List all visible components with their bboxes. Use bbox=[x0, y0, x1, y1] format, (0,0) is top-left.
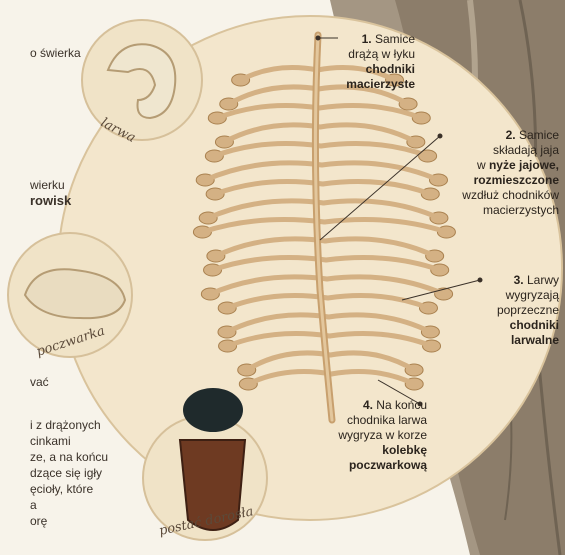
left-text-1: o świerka bbox=[30, 46, 81, 61]
callout-1-line-2: drążą w łyku bbox=[265, 47, 415, 62]
callout-3-line-3: poprzeczne bbox=[459, 303, 559, 318]
left-text-2: wierku bbox=[30, 178, 65, 193]
callout-4-line-1: Na końcu bbox=[376, 398, 427, 412]
callout-3-bold-2: larwalne bbox=[459, 333, 559, 348]
callout-1: 1. Samice drążą w łyku chodniki macierzy… bbox=[265, 32, 415, 92]
callout-1-number: 1. bbox=[362, 32, 372, 46]
left-text-7: ze, a na końcu bbox=[30, 450, 108, 465]
left-text-4: vać bbox=[30, 375, 49, 390]
callout-4-bold-1: kolebkę bbox=[287, 443, 427, 458]
left-text-6: cinkami bbox=[30, 434, 71, 449]
callout-1-bold-1: chodniki bbox=[265, 62, 415, 77]
left-text-5: i z drążonych bbox=[30, 418, 101, 433]
callout-2-bold-2: rozmieszczone bbox=[409, 173, 559, 188]
callout-3: 3. Larwy wygryzają poprzeczne chodniki l… bbox=[459, 273, 559, 348]
callout-2-line-1: Samice bbox=[519, 128, 559, 142]
left-text-9: ęcioły, które bbox=[30, 482, 93, 497]
callout-3-line-2: wygryzają bbox=[459, 288, 559, 303]
callout-3-line-1: Larwy bbox=[527, 273, 559, 287]
beetle-head-icon bbox=[183, 388, 243, 432]
left-text-3: rowisk bbox=[30, 193, 71, 208]
callout-1-bold-2: macierzyste bbox=[265, 77, 415, 92]
callout-2-line-2: składają jaja bbox=[409, 143, 559, 158]
left-text-10: a bbox=[30, 498, 37, 513]
callout-3-bold-1: chodniki bbox=[459, 318, 559, 333]
callout-1-line-1: Samice bbox=[375, 32, 415, 46]
callout-2: 2. Samice składają jaja w nyże jajowe, r… bbox=[409, 128, 559, 218]
callout-2-tail-1: wzdłuż chodników bbox=[409, 188, 559, 203]
callout-2-mixed: w bbox=[477, 158, 486, 172]
callout-3-number: 3. bbox=[514, 273, 524, 287]
callout-4-number: 4. bbox=[363, 398, 373, 412]
callout-2-bold-1: nyże jajowe, bbox=[489, 158, 559, 172]
left-text-8: dzące się igły bbox=[30, 466, 102, 481]
callout-4: 4. Na końcu chodnika larwa wygryza w kor… bbox=[287, 398, 427, 473]
callout-4-line-2: chodnika larwa bbox=[287, 413, 427, 428]
left-text-11: orę bbox=[30, 514, 47, 529]
callout-4-line-3: wygryza w korze bbox=[287, 428, 427, 443]
callout-2-tail-2: macierzystych bbox=[409, 203, 559, 218]
callout-4-bold-2: poczwarkową bbox=[287, 458, 427, 473]
callout-2-number: 2. bbox=[506, 128, 516, 142]
